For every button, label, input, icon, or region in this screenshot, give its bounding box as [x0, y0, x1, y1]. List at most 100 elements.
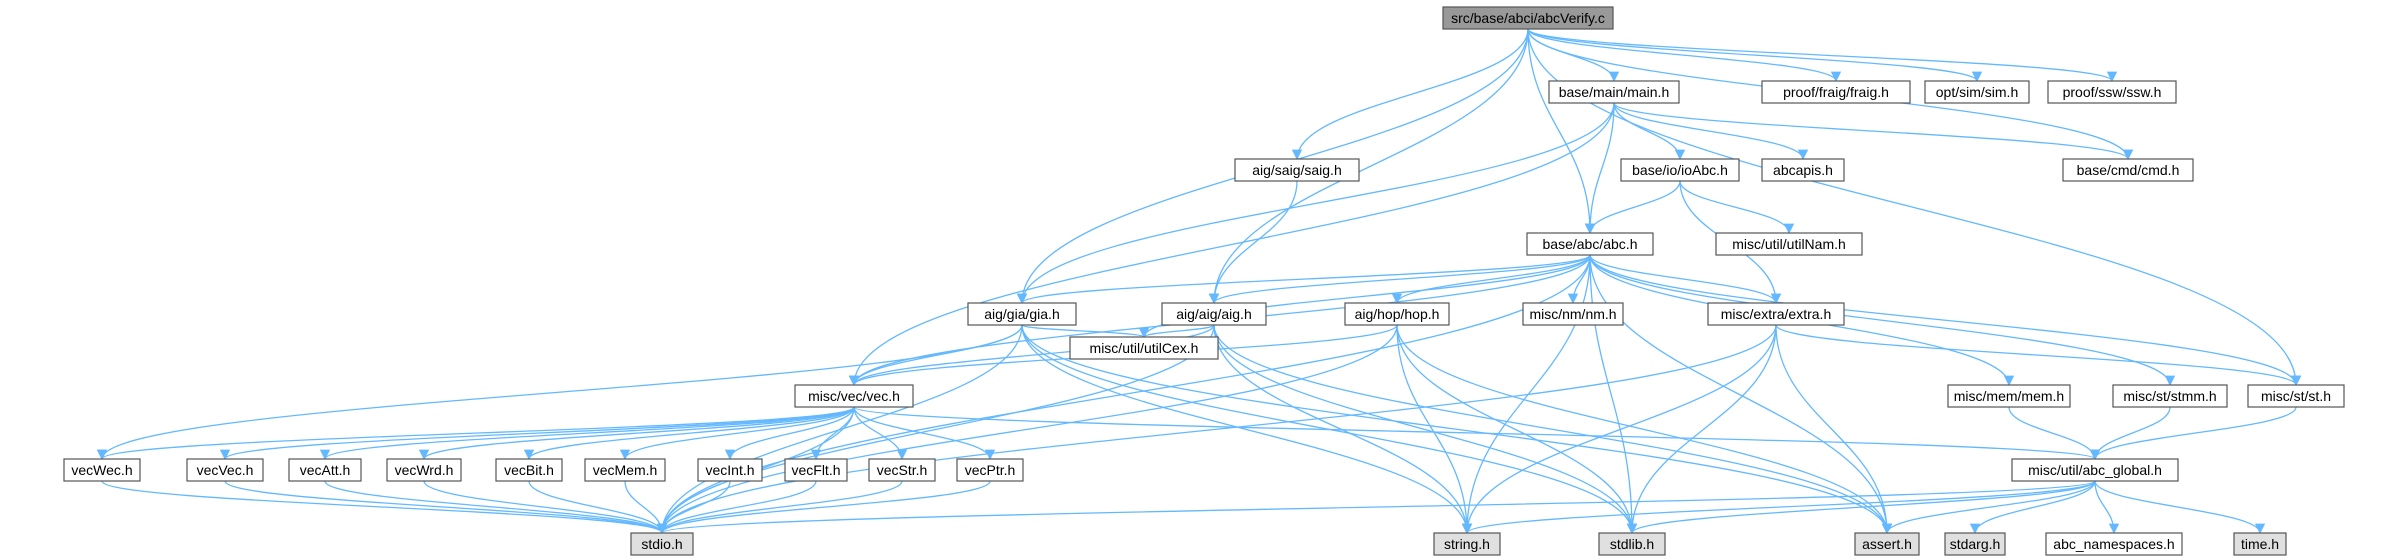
- node-mem[interactable]: misc/mem/mem.h: [1947, 384, 2071, 408]
- node-hop[interactable]: aig/hop/hop.h: [1344, 302, 1450, 326]
- edge-ioAbc-to-utilNam: [1679, 180, 1795, 235]
- node-fraig[interactable]: proof/fraig/fraig.h: [1761, 80, 1911, 104]
- node-label-utilCex: misc/util/utilCex.h: [1090, 340, 1199, 356]
- node-box-stdio: [630, 532, 694, 556]
- node-vecVec[interactable]: vecVec.h: [186, 458, 264, 482]
- node-stdio: stdio.h: [630, 532, 694, 556]
- node-box-vecInt: [697, 458, 763, 482]
- edge-ioAbc-to-abc: [1584, 180, 1681, 235]
- node-box-stdarg: [1944, 532, 2006, 556]
- node-abcVerify[interactable]: src/base/abci/abcVerify.c: [1442, 6, 1614, 30]
- node-vecAtt[interactable]: vecAtt.h: [288, 458, 362, 482]
- node-label-abcapis: abcapis.h: [1773, 162, 1833, 178]
- node-stmm[interactable]: misc/st/stmm.h: [2112, 384, 2228, 408]
- edge-gia-to-stdio: [656, 324, 1023, 535]
- node-vecBit[interactable]: vecBit.h: [495, 458, 563, 482]
- edge-extra-to-stdlib: [1626, 324, 1777, 535]
- edge-main-to-gia: [1016, 102, 1615, 305]
- edge-abc_global-to-time: [2094, 480, 2266, 535]
- node-assert: assert.h: [1854, 532, 1920, 556]
- edge-abcVerify-to-fraig: [1527, 28, 1842, 83]
- node-aig[interactable]: aig/aig/aig.h: [1161, 302, 1267, 326]
- node-box-vecStr: [868, 458, 936, 482]
- node-box-vecAtt: [288, 458, 362, 482]
- edge-stmm-to-abc_global: [2089, 406, 2171, 461]
- node-box-abc: [1526, 232, 1654, 256]
- node-extra[interactable]: misc/extra/extra.h: [1707, 302, 1845, 326]
- node-vec[interactable]: misc/vec/vec.h: [794, 384, 914, 408]
- node-abc_global[interactable]: misc/util/abc_global.h: [2011, 458, 2179, 482]
- node-ioAbc[interactable]: base/io/ioAbc.h: [1620, 158, 1740, 182]
- node-box-main: [1548, 80, 1680, 104]
- node-st[interactable]: misc/st/st.h: [2247, 384, 2345, 408]
- node-gia[interactable]: aig/gia/gia.h: [967, 302, 1077, 326]
- node-label-stdio: stdio.h: [641, 536, 682, 552]
- node-utilNam[interactable]: misc/util/utilNam.h: [1715, 232, 1863, 256]
- node-box-gia: [967, 302, 1077, 326]
- node-vecWrd[interactable]: vecWrd.h: [386, 458, 462, 482]
- node-label-nm: misc/nm/nm.h: [1529, 306, 1616, 322]
- edge-main-to-vec: [848, 102, 1615, 387]
- edge-abcVerify-to-aig: [1208, 28, 1529, 305]
- node-box-vecMem: [584, 458, 666, 482]
- edge-aig-to-utilCex: [1138, 324, 1215, 339]
- edge-st-to-abc_global: [2089, 406, 2297, 461]
- node-nm[interactable]: misc/nm/nm.h: [1522, 302, 1624, 326]
- edge-main-to-abcapis: [1613, 102, 1809, 161]
- node-box-stdlib: [1598, 532, 1666, 556]
- node-vecStr[interactable]: vecStr.h: [868, 458, 936, 482]
- node-sim[interactable]: opt/sim/sim.h: [1924, 80, 2030, 104]
- edge-abc_global-to-string: [1462, 480, 2096, 535]
- node-label-hop: aig/hop/hop.h: [1355, 306, 1440, 322]
- edge-vec-to-vecVec: [220, 406, 855, 461]
- node-abc[interactable]: base/abc/abc.h: [1526, 232, 1654, 256]
- node-label-extra: misc/extra/extra.h: [1721, 306, 1831, 322]
- node-vecInt[interactable]: vecInt.h: [697, 458, 763, 482]
- edge-abc_global-to-stdio: [657, 480, 2096, 535]
- node-label-mem: misc/mem/mem.h: [1954, 388, 2064, 404]
- node-box-utilCex: [1069, 336, 1219, 360]
- node-cmd[interactable]: base/cmd/cmd.h: [2062, 158, 2194, 182]
- edge-gia-to-vecWec: [96, 324, 1023, 461]
- node-vecFlt[interactable]: vecFlt.h: [784, 458, 848, 482]
- node-label-vecInt: vecInt.h: [705, 462, 754, 478]
- node-layer: src/base/abci/abcVerify.c base/main/main.…: [63, 6, 2345, 556]
- node-label-vecVec: vecVec.h: [197, 462, 254, 478]
- node-ssw[interactable]: proof/ssw/ssw.h: [2047, 80, 2177, 104]
- node-box-vec: [794, 384, 914, 408]
- node-label-vecWec: vecWec.h: [71, 462, 132, 478]
- node-saig[interactable]: aig/saig/saig.h: [1234, 158, 1360, 182]
- node-label-abcVerify: src/base/abci/abcVerify.c: [1451, 10, 1605, 26]
- edge-abc-to-extra: [1589, 254, 1782, 305]
- node-abc_namespaces[interactable]: abc_namespaces.h: [2045, 532, 2183, 556]
- node-box-st: [2247, 384, 2345, 408]
- node-vecMem[interactable]: vecMem.h: [584, 458, 666, 482]
- node-box-vecWrd: [386, 458, 462, 482]
- edge-vec-to-vecInt: [724, 406, 855, 461]
- node-box-vecVec: [186, 458, 264, 482]
- edge-layer: [96, 28, 2302, 535]
- edge-vecWrd-to-stdio: [423, 480, 668, 535]
- edge-main-to-ioAbc: [1613, 102, 1686, 161]
- node-box-sim: [1924, 80, 2030, 104]
- edge-abc-to-assert: [1589, 254, 1893, 535]
- edge-vecStr-to-stdio: [656, 480, 903, 535]
- edge-aig-to-stdlib: [1213, 324, 1638, 535]
- node-vecPtr[interactable]: vecPtr.h: [956, 458, 1024, 482]
- node-box-cmd: [2062, 158, 2194, 182]
- node-box-vecWec: [63, 458, 141, 482]
- node-label-abc: base/abc/abc.h: [1543, 236, 1638, 252]
- node-utilCex[interactable]: misc/util/utilCex.h: [1069, 336, 1219, 360]
- node-box-abc_global: [2011, 458, 2179, 482]
- node-label-gia: aig/gia/gia.h: [984, 306, 1060, 322]
- node-abcapis[interactable]: abcapis.h: [1761, 158, 1845, 182]
- edge-abcVerify-to-sim: [1527, 28, 1983, 83]
- node-box-fraig: [1761, 80, 1911, 104]
- edge-vec-to-vecPtr: [853, 406, 996, 461]
- node-label-vecStr: vecStr.h: [877, 462, 928, 478]
- node-main[interactable]: base/main/main.h: [1548, 80, 1680, 104]
- node-label-vecBit: vecBit.h: [504, 462, 554, 478]
- node-vecWec[interactable]: vecWec.h: [63, 458, 141, 482]
- edge-vec-to-vecMem: [619, 406, 855, 461]
- edge-abc_global-to-stdlib: [1626, 480, 2096, 535]
